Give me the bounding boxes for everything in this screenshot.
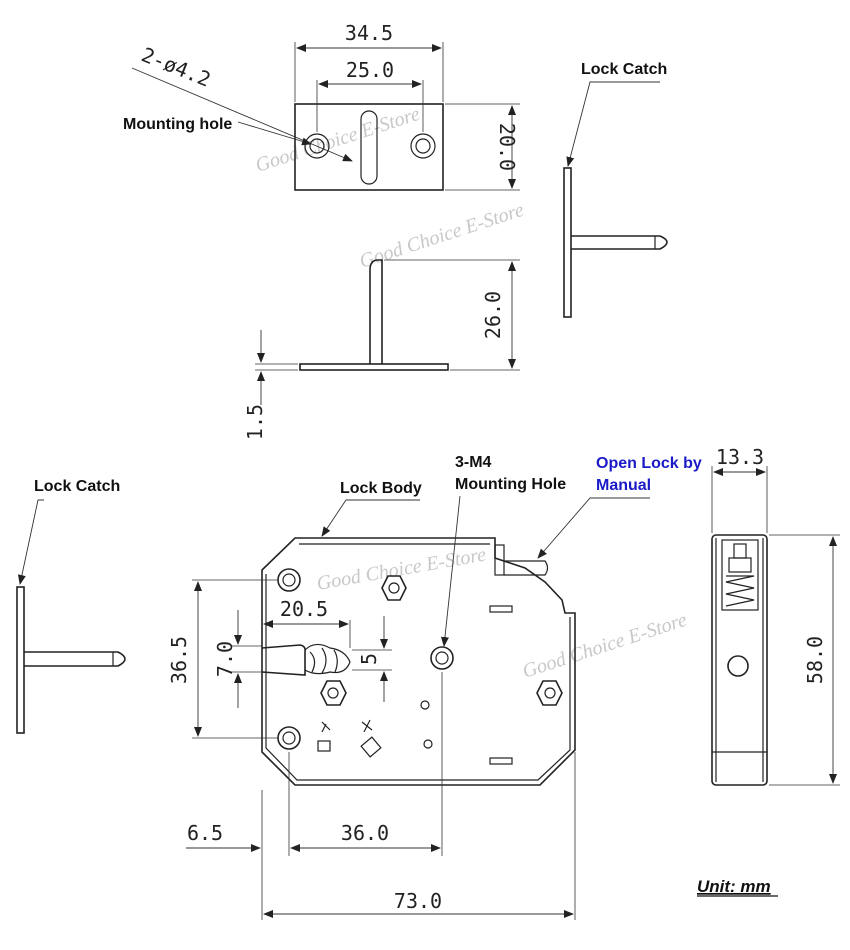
dim-latch-5: 5 [357, 653, 381, 665]
lock-catch-side-left [16, 586, 126, 734]
unit-label: Unit: mm [697, 877, 771, 896]
dim-hole-diameter: 2-ø4.2 [138, 42, 214, 91]
dim-base-6-5: 6.5 [187, 821, 223, 845]
label-lock-body: Lock Body [340, 480, 422, 497]
dim-hole-spacing: 25.0 [346, 58, 394, 82]
catch-plate-top-view [294, 103, 444, 191]
lock-body-front-view [261, 537, 576, 786]
dim-catch-width: 34.5 [345, 21, 393, 45]
dim-side-width: 13.3 [716, 445, 764, 469]
dim-catch-depth: 26.0 [481, 291, 505, 339]
dim-base-36: 36.0 [341, 821, 389, 845]
watermark-4: Good Choice E-Store [520, 609, 690, 683]
catch-front-view [299, 259, 449, 371]
watermark-1: Good Choice E-Store [253, 103, 423, 177]
dim-base-73: 73.0 [394, 889, 442, 913]
label-mounting-hole: Mounting hole [123, 116, 232, 133]
label-m4-line2: Mounting Hole [455, 476, 566, 493]
lock-side-view [711, 534, 768, 786]
dim-body-36-5: 36.5 [167, 636, 191, 684]
label-lock-catch-top: Lock Catch [581, 61, 667, 78]
label-open-lock-line2: Manual [596, 477, 651, 494]
lock-catch-side-top [563, 167, 668, 318]
watermark-3: Good Choice E-Store [315, 543, 488, 594]
dim-latch-20-5: 20.5 [280, 597, 328, 621]
dim-latch-7: 7.0 [213, 641, 237, 677]
label-m4-line1: 3-M4 [455, 454, 492, 471]
label-lock-catch-left: Lock Catch [34, 478, 120, 495]
label-open-lock-line1: Open Lock by [596, 455, 702, 472]
dim-catch-height: 20.0 [495, 123, 519, 171]
dim-side-height: 58.0 [803, 636, 827, 684]
dim-plate-thickness: 1.5 [243, 404, 267, 440]
